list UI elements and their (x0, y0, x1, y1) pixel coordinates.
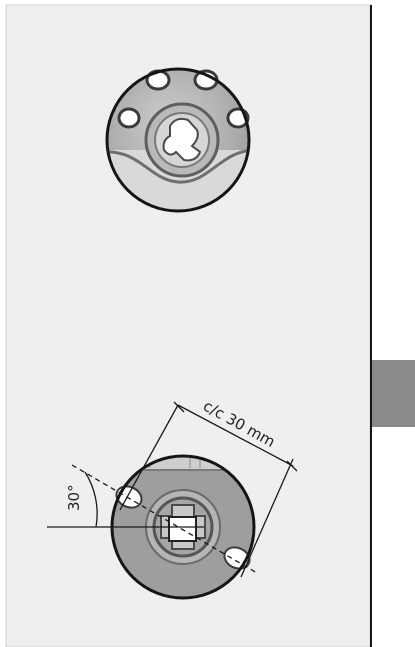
top-rosette-detail (105, 67, 251, 213)
screw-holes (117, 69, 250, 129)
lock-case (372, 360, 415, 427)
dimension-lines (47, 401, 298, 578)
angle-label: 30° (65, 484, 83, 511)
cylinder-hole (162, 117, 202, 162)
